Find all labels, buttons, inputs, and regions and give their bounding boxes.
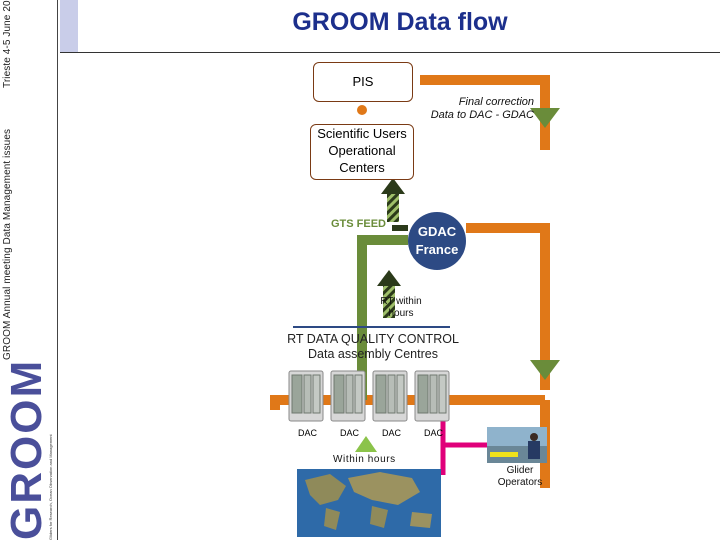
hatched-arrow-to-gdac xyxy=(377,270,401,318)
hatched-arrow-to-users xyxy=(381,178,405,222)
page-title: GROOM Data flow xyxy=(292,8,508,36)
green-arrowhead-right-lower xyxy=(530,360,560,380)
dac-server-icon xyxy=(288,370,324,422)
qc-label: RT DATA QUALITY CONTROL Data assembly Ce… xyxy=(268,332,478,362)
dac-server-icon xyxy=(372,370,408,422)
gts-feed-path xyxy=(357,225,408,400)
rt-line1: RT within xyxy=(380,296,422,307)
final-correction-line1: Final correction xyxy=(458,96,534,108)
sidebar-divider xyxy=(57,0,58,540)
within-hours-arrowhead xyxy=(355,436,377,452)
gts-feed-label: GTS FEED xyxy=(331,218,387,230)
header-divider xyxy=(60,52,720,53)
final-correction-line2: Data to DAC - GDAC xyxy=(430,109,534,121)
dac-server-icon xyxy=(414,370,450,422)
users-line2: Operational xyxy=(328,143,396,158)
dac-label: DAC xyxy=(382,428,402,438)
gdac-line2: France xyxy=(415,242,459,257)
qc-line2: Data assembly Centres xyxy=(308,347,438,361)
green-arrowhead-right-upper xyxy=(530,108,560,128)
scientific-users-box: Scientific Users Operational Centers xyxy=(310,124,414,180)
glider-line2: Operators xyxy=(497,477,543,488)
glider-line1: Glider xyxy=(506,465,534,476)
pis-connector-dot xyxy=(357,105,367,115)
dac-server-icon xyxy=(330,370,366,422)
pis-box: PIS xyxy=(313,62,413,102)
within-hours-label: Within hours xyxy=(333,454,396,465)
glider-photo xyxy=(487,427,547,463)
dac-label: DAC xyxy=(424,428,444,438)
users-line1: Scientific Users xyxy=(317,126,407,141)
dac-label: DAC xyxy=(298,428,318,438)
world-map-image xyxy=(297,469,441,537)
final-correction-label: Final correction Data to DAC - GDAC xyxy=(412,96,534,122)
magenta-connector xyxy=(440,418,487,475)
glider-operators-label: Glider Operators xyxy=(490,465,550,489)
dac-label: DAC xyxy=(340,428,360,438)
rt-line2: hours xyxy=(388,308,414,319)
pis-label: PIS xyxy=(352,74,374,89)
users-line3: Centers xyxy=(339,160,385,175)
gdac-line1: GDAC xyxy=(417,224,457,239)
gdac-node: GDAC France xyxy=(408,212,466,270)
qc-line1: RT DATA QUALITY CONTROL xyxy=(287,332,459,346)
header-accent-band xyxy=(60,0,78,52)
rt-within-hours-label: RT within hours xyxy=(372,296,430,320)
